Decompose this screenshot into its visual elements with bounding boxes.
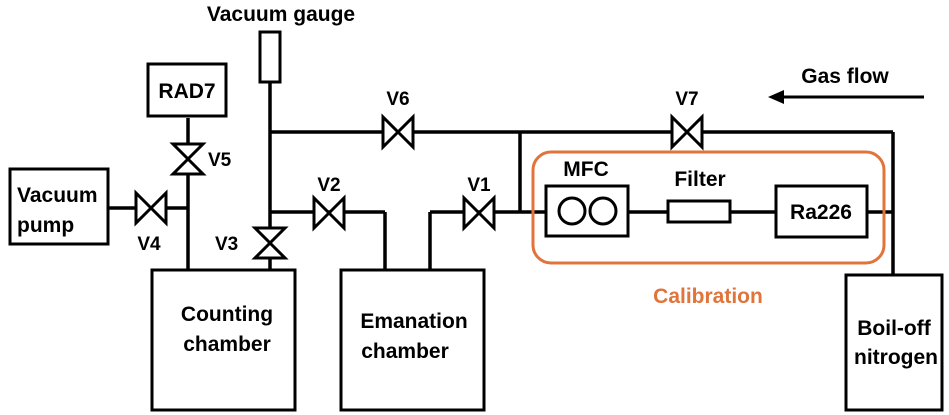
valve-v4[interactable] (134, 189, 168, 227)
mfc-label: MFC (563, 158, 609, 181)
valve-v2-icon (312, 194, 346, 232)
emanation-chamber-label-line1: Emanation (360, 310, 467, 333)
valve-v7-icon (670, 113, 704, 151)
mfc-left-coil (557, 196, 587, 226)
emanation-chamber-label-line2: chamber (361, 340, 449, 363)
rad7-box (146, 62, 228, 118)
valve-v4-label: V4 (137, 234, 161, 255)
filter-box (666, 199, 732, 224)
valve-v4-icon (134, 189, 168, 227)
valve-v1-icon (462, 194, 496, 232)
vacuum-gauge (258, 30, 282, 84)
calibration-box (531, 150, 886, 265)
valve-v2-label: V2 (317, 175, 340, 196)
calibration-label: Calibration (653, 285, 763, 308)
valve-v6-icon (381, 113, 415, 151)
ra226-box (774, 184, 869, 239)
valve-v5-icon (169, 142, 207, 176)
counting-chamber-box (150, 268, 297, 412)
vacuum-pump-label-line2: pump (17, 214, 74, 237)
valve-v5-label: V5 (208, 150, 232, 171)
emanation-chamber-box (339, 268, 486, 412)
valve-v6[interactable] (381, 113, 415, 151)
valve-v3-icon (251, 226, 289, 260)
counting-chamber-label-line2: chamber (183, 333, 271, 356)
valve-v5[interactable] (169, 142, 207, 176)
valve-v2[interactable] (312, 194, 346, 232)
rad7-label: RAD7 (158, 80, 215, 103)
valve-v6-label: V6 (386, 89, 409, 110)
ra226-label: Ra226 (790, 201, 852, 224)
valve-v1[interactable] (462, 194, 496, 232)
boiloff-label-line2: nitrogen (854, 346, 938, 369)
valve-v7[interactable] (670, 113, 704, 151)
gas-flow-label: Gas flow (801, 65, 889, 88)
counting-chamber-label-line1: Counting (181, 303, 273, 326)
vacuum-pump-box (8, 167, 110, 246)
mfc-right-coil (588, 196, 618, 226)
vacuum-pump-label-line1: Vacuum (17, 184, 98, 207)
valve-v7-label: V7 (675, 89, 698, 110)
gas-flow-arrow-icon (768, 90, 924, 104)
valve-v3-label: V3 (215, 234, 238, 255)
boiloff-nitrogen-box (844, 273, 944, 412)
filter-label: Filter (674, 168, 725, 191)
valve-v3[interactable] (251, 226, 289, 260)
boiloff-label-line1: Boil-off (857, 317, 931, 340)
vacuum-gauge-label: Vacuum gauge (207, 3, 355, 26)
valve-v1-label: V1 (467, 175, 491, 196)
